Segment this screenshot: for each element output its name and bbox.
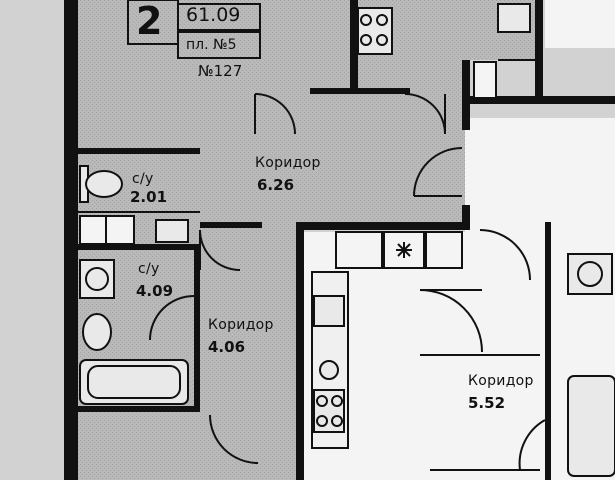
apartment-floor: пл. №5: [186, 37, 237, 53]
door-neighbour-swing: [419, 289, 483, 353]
door-corridor2-swing: [209, 414, 259, 464]
door-neighbour-bath-swing: [518, 419, 546, 471]
apartment-rooms-count: 2: [136, 0, 163, 43]
thin-lines: [78, 59, 540, 471]
wall-entry-low: [462, 205, 470, 230]
wall-neighbour-left: [535, 0, 543, 100]
wall-bath-top: [78, 244, 200, 250]
walls: [64, 0, 615, 480]
room-wc-2-name: с/у: [138, 261, 160, 277]
wall-corridor-top: [310, 88, 410, 94]
kitchen-sink: [313, 295, 345, 327]
apartment-tag: [127, 0, 261, 59]
room-corridor-1-name: Коридор: [255, 155, 321, 171]
fixtures: [79, 3, 615, 477]
room-corridor-3-name: Коридор: [468, 373, 534, 389]
wall-kitchen-top: [296, 222, 468, 230]
wall-neighbour-bath: [545, 222, 551, 480]
sink-top-right: [497, 3, 531, 33]
toilet-bowl: [85, 170, 123, 198]
apartment-number: №127: [198, 62, 243, 80]
wall-bath-bottom: [78, 406, 200, 412]
room-wc-2-area: 4.09: [136, 282, 174, 300]
sink-toilet: [155, 219, 189, 243]
apartment-total-area: 61.09: [186, 4, 241, 26]
entrance-door-swing: [413, 147, 463, 197]
bathtub-neighbour: [567, 375, 615, 477]
door-wc-swing: [149, 295, 195, 341]
room-corridor-2-name: Коридор: [208, 317, 274, 333]
wall-room-right: [350, 0, 358, 92]
kitchen-upper-cabinet: [335, 231, 383, 269]
outer-wall-left: [64, 0, 78, 480]
wall-bath-right: [194, 248, 200, 408]
room-corridor-2-area: 4.06: [208, 338, 246, 356]
room-corridor-3-area: 5.52: [468, 394, 506, 412]
room-wc-1-name: с/у: [132, 171, 154, 187]
wall-kitchen-left: [296, 222, 304, 480]
door-room-swing: [254, 93, 296, 135]
wall-corridor-bottom: [200, 222, 262, 228]
door-swings: [149, 93, 546, 471]
wall-toilet-top: [64, 148, 200, 154]
vent-star-icon: [396, 242, 412, 258]
room-wc-1-area: 2.01: [130, 188, 168, 206]
toilet-bath-bowl: [82, 313, 112, 351]
room-corridor-1-area: 6.26: [257, 176, 295, 194]
